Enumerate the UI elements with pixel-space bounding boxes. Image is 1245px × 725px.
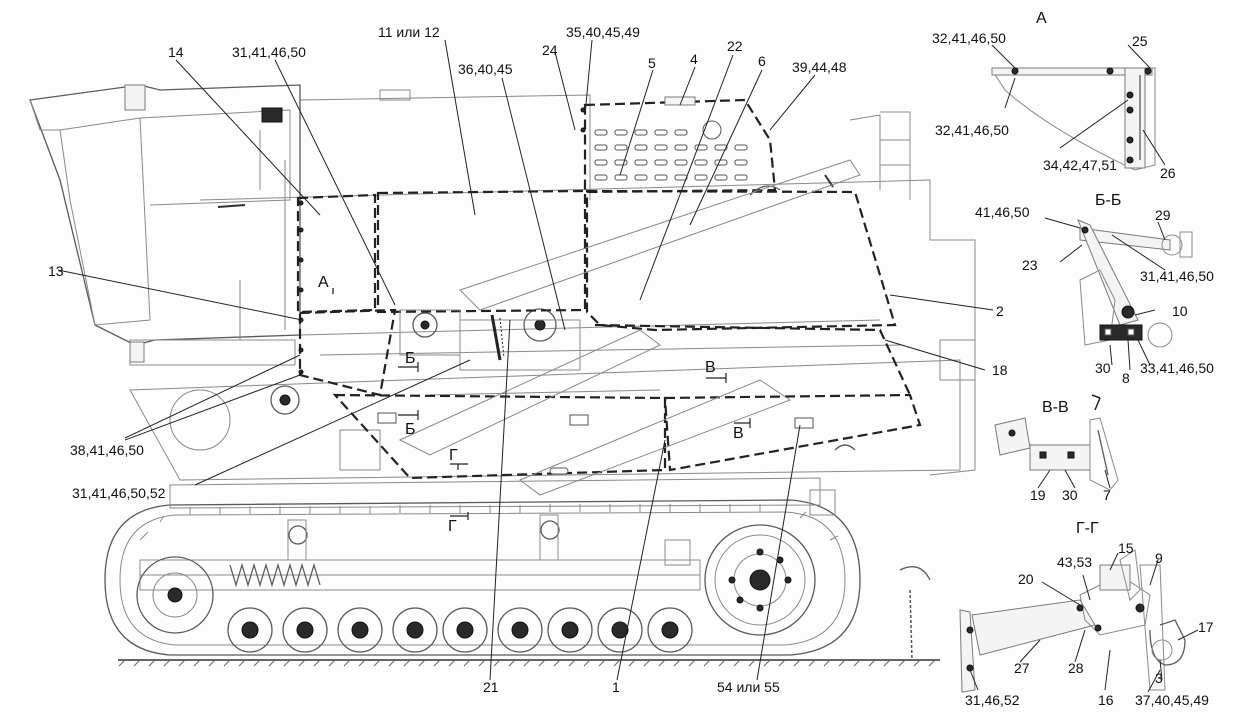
view-A-title: А <box>1036 10 1047 27</box>
callout-24: 24 <box>542 42 558 58</box>
label-G-arrow-1: Г <box>449 447 458 464</box>
view-GG-item-7: 3 <box>1155 670 1163 686</box>
callout-6: 6 <box>758 53 766 69</box>
view-BB-item-4: 10 <box>1172 303 1188 319</box>
detail-view-VV: В-В 19 30 7 <box>994 394 1119 503</box>
callout-13: 13 <box>48 263 64 279</box>
label-V-arrow-1: В <box>705 359 716 376</box>
view-A-item-1: 25 <box>1132 33 1148 49</box>
view-VV-item-0: 19 <box>1030 487 1046 503</box>
view-GG-item-4: 17 <box>1198 619 1214 635</box>
view-GG-title: Г-Г <box>1076 520 1099 537</box>
callout-4: 4 <box>690 51 698 67</box>
view-BB-item-2: 23 <box>1022 257 1038 273</box>
view-GG-item-6: 28 <box>1068 660 1084 676</box>
detail-view-BB: Б-Б 41,46,50 29 23 31,41,46,50 10 30 8 3… <box>975 192 1214 386</box>
callout-2: 2 <box>996 303 1004 319</box>
view-GG-item-3: 20 <box>1018 571 1034 587</box>
view-A-item-4: 26 <box>1160 165 1176 181</box>
view-BB-item-7: 33,41,46,50 <box>1140 360 1214 376</box>
label-V-arrow-2: В <box>733 425 744 442</box>
label-B-arrow-2: Б <box>405 421 416 438</box>
detail-view-GG: Г-Г 15 43,53 9 20 17 27 28 3 31,46,52 16… <box>959 520 1214 708</box>
view-GG-item-0: 15 <box>1118 540 1134 556</box>
view-GG-item-5: 27 <box>1014 660 1030 676</box>
callout-31-41-46-50-top: 31,41,46,50 <box>232 44 306 60</box>
cab <box>29 84 301 366</box>
road-wheels <box>227 607 693 653</box>
view-BB-item-0: 41,46,50 <box>975 204 1030 220</box>
view-A-item-2: 32,41,46,50 <box>935 122 1009 138</box>
ground-line <box>118 659 940 667</box>
callout-18: 18 <box>992 362 1008 378</box>
label-B-arrow-1: Б <box>405 350 416 367</box>
view-VV-item-2: 7 <box>1103 487 1111 503</box>
view-BB-item-6: 8 <box>1122 370 1130 386</box>
view-GG-item-8: 31,46,52 <box>965 692 1020 708</box>
callout-35-40-45-49: 35,40,45,49 <box>566 24 640 40</box>
view-BB-item-1: 29 <box>1155 207 1171 223</box>
cover-panels <box>296 96 922 496</box>
vent-slots <box>594 120 748 181</box>
view-GG-item-1: 43,53 <box>1057 554 1092 570</box>
view-VV-title: В-В <box>1042 399 1069 416</box>
callout-21: 21 <box>483 679 499 695</box>
view-GG-item-10: 37,40,45,49 <box>1135 692 1209 708</box>
callout-39-44-48: 39,44,48 <box>792 59 847 75</box>
callout-36-40-45: 36,40,45 <box>458 61 513 77</box>
label-A-arrow: А <box>318 274 329 291</box>
leader-lines <box>57 39 994 681</box>
view-BB-item-3: 31,41,46,50 <box>1140 268 1214 284</box>
callout-54-or-55: 54 или 55 <box>717 679 780 695</box>
callout-11-or-12: 11 или 12 <box>378 24 440 40</box>
view-BB-item-5: 30 <box>1095 360 1111 376</box>
label-G-arrow-2: Г <box>448 518 457 535</box>
combine-body <box>129 89 976 509</box>
crawler-track <box>104 489 931 661</box>
view-VV-item-1: 30 <box>1062 487 1078 503</box>
callout-38-41-46-50: 38,41,46,50 <box>70 442 144 458</box>
callout-14: 14 <box>168 44 184 60</box>
detail-view-A: А 32,41,46,50 25 32,41,46,50 34,42,47,51… <box>932 10 1176 181</box>
view-GG-item-2: 9 <box>1155 550 1163 566</box>
callout-22: 22 <box>727 38 743 54</box>
callout-1: 1 <box>612 679 620 695</box>
view-A-item-0: 32,41,46,50 <box>932 30 1006 46</box>
view-GG-item-9: 16 <box>1098 692 1114 708</box>
callout-31-41-46-50-52: 31,41,46,50,52 <box>72 485 166 501</box>
section-markers: А Б Б В В Г Г <box>318 274 751 535</box>
view-BB-title: Б-Б <box>1095 192 1121 209</box>
view-A-item-3: 34,42,47,51 <box>1043 157 1117 173</box>
callout-labels: 14 31,41,46,50 11 или 12 35,40,45,49 24 … <box>48 24 1008 695</box>
callout-5: 5 <box>648 55 656 71</box>
